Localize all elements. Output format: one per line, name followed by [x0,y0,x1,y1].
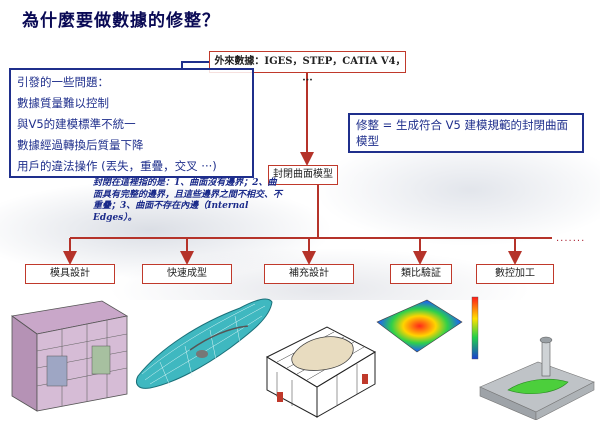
line-ext-to-problems [181,61,209,68]
definition-box: 修整 = 生成符合 V5 建模規範的封閉曲面模型 [348,113,584,153]
problem-item: 數據質量難以控制 [17,96,109,110]
problems-heading: 引發的一些問題： [17,75,109,89]
problem-item: 數據經過轉換后質量下降 [17,138,144,152]
category-supplementary-design: 補充設計 [264,264,354,284]
simulation-colormap-illustration [376,296,479,360]
more-dots: ······· [556,236,586,247]
category-cnc-machining: 數控加工 [476,264,554,284]
rapid-prototype-illustration [136,298,273,389]
category-mold-design: 模具設計 [25,264,115,284]
problem-item: 與V5的建模標準不統一 [17,117,136,131]
category-simulation-verify: 類比驗証 [390,264,452,284]
problem-item: 用戶的違法操作 (丟失，重疊，交叉 ···) [17,159,217,173]
closed-model-note: 封閉在這裡指的是：1、曲面沒有邊界；2、曲面具有完整的邊界，且這些邊界之間不相交… [93,178,283,223]
problems-box: 引發的一些問題： 數據質量難以控制 與V5的建模標準不統一 數據經過轉換后質量下… [9,68,254,178]
mold-assembly-illustration [10,300,129,412]
closed-model-box: 封閉曲面模型 [268,165,338,185]
external-data-box: 外來數據：IGES，STEP，CATIA V4，··· [209,51,406,86]
cnc-machining-illustration [479,336,595,420]
supplementary-design-illustration [265,326,377,418]
category-rapid-prototyping: 快速成型 [142,264,232,284]
page-title: 為什麼要做數據的修整？ [22,11,220,31]
